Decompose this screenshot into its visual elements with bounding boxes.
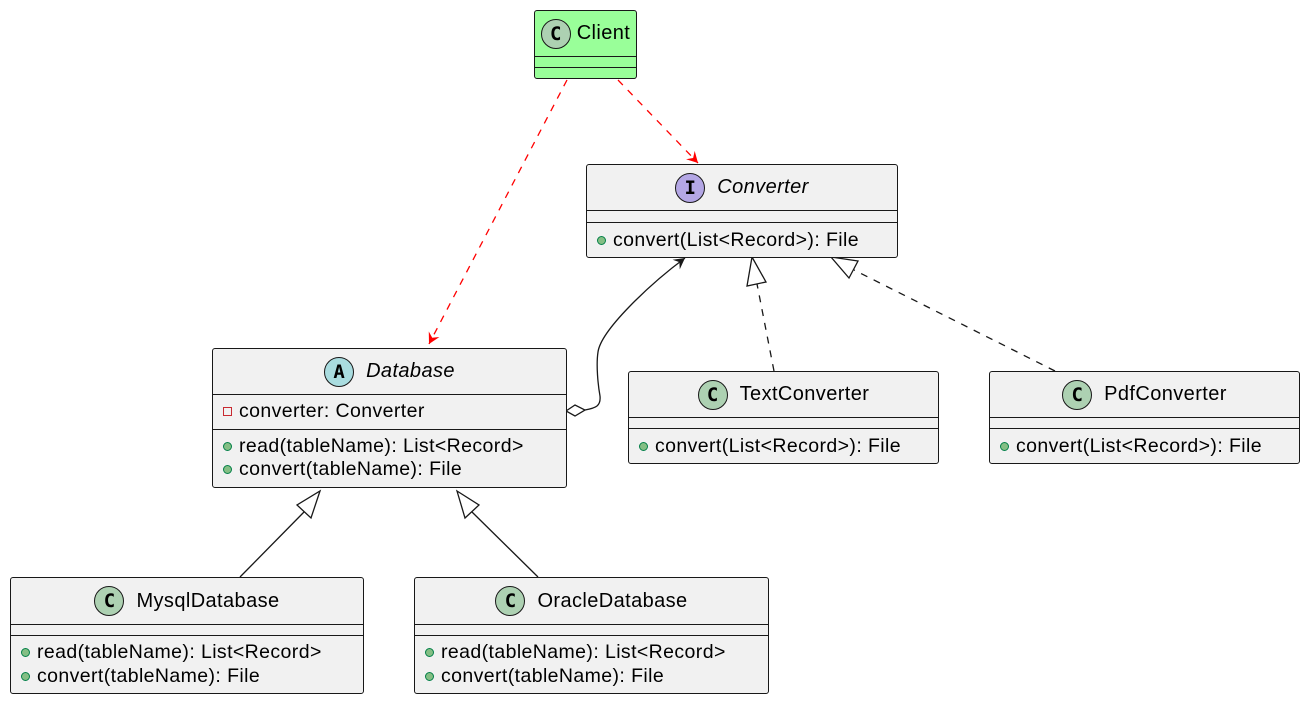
- inheritance-oracle-head: [455, 489, 481, 520]
- class-badge-icon: C: [94, 586, 125, 616]
- class-name: Database: [366, 360, 455, 382]
- method-convert: convert(tableName): File: [223, 458, 462, 481]
- aggregation-diamond: [564, 404, 587, 417]
- private-field-icon: [223, 407, 232, 416]
- realization-pdfconverter-line: [853, 269, 1056, 372]
- public-method-icon: [1000, 442, 1009, 451]
- inheritance-mysql-head: [295, 489, 322, 520]
- method-read: read(tableName): List<Record>: [223, 435, 524, 458]
- class-name: MysqlDatabase: [136, 589, 280, 612]
- method-convert: convert(List<Record>): File: [597, 229, 859, 252]
- method-convert: convert(tableName): File: [21, 665, 260, 688]
- class-badge-icon: C: [495, 586, 526, 616]
- interface-badge-icon: I: [675, 172, 706, 203]
- public-method-icon: [223, 442, 232, 451]
- interface-converter[interactable]: I Converter convert(List<Record>): File: [586, 164, 898, 258]
- public-method-icon: [425, 672, 434, 681]
- class-name: Client: [576, 22, 631, 44]
- class-name: Converter: [717, 176, 809, 198]
- method-convert: convert(List<Record>): File: [1000, 435, 1262, 458]
- public-method-icon: [223, 465, 232, 474]
- class-oracledatabase[interactable]: C OracleDatabase read(tableName): List<R…: [414, 577, 769, 694]
- public-method-icon: [21, 672, 30, 681]
- class-name: OracleDatabase: [537, 589, 688, 612]
- method-read: read(tableName): List<Record>: [21, 641, 322, 664]
- class-badge-icon: C: [540, 18, 571, 49]
- class-pdfconverter[interactable]: C PdfConverter convert(List<Record>): Fi…: [989, 371, 1300, 464]
- abstract-badge-icon: A: [324, 356, 355, 387]
- abstract-class-database[interactable]: A Database converter: Converter read(tab…: [212, 348, 567, 488]
- method-convert: convert(List<Record>): File: [639, 435, 901, 458]
- class-badge-icon: C: [697, 379, 728, 410]
- class-name: TextConverter: [739, 383, 870, 405]
- aggregation-database-converter: [584, 257, 686, 411]
- class-mysqldatabase[interactable]: C MysqlDatabase read(tableName): List<Re…: [10, 577, 364, 694]
- class-client[interactable]: C Client: [534, 10, 637, 79]
- field-converter: converter: Converter: [223, 400, 425, 423]
- inheritance-mysql-line: [239, 511, 305, 578]
- method-convert: convert(tableName): File: [425, 665, 664, 688]
- public-method-icon: [425, 648, 434, 657]
- realization-pdfconverter-head: [829, 256, 860, 280]
- realization-textconverter-line: [756, 283, 775, 372]
- class-badge-icon: C: [1062, 379, 1093, 410]
- method-read: read(tableName): List<Record>: [425, 641, 726, 664]
- inheritance-oracle-line: [471, 511, 539, 578]
- public-method-icon: [639, 442, 648, 451]
- realization-textconverter-head: [746, 255, 767, 287]
- dependency-client-converter: [617, 79, 699, 164]
- class-name: PdfConverter: [1104, 383, 1227, 405]
- public-method-icon: [21, 648, 30, 657]
- public-method-icon: [597, 236, 606, 245]
- class-textconverter[interactable]: C TextConverter convert(List<Record>): F…: [628, 371, 939, 464]
- dependency-client-database: [428, 79, 568, 345]
